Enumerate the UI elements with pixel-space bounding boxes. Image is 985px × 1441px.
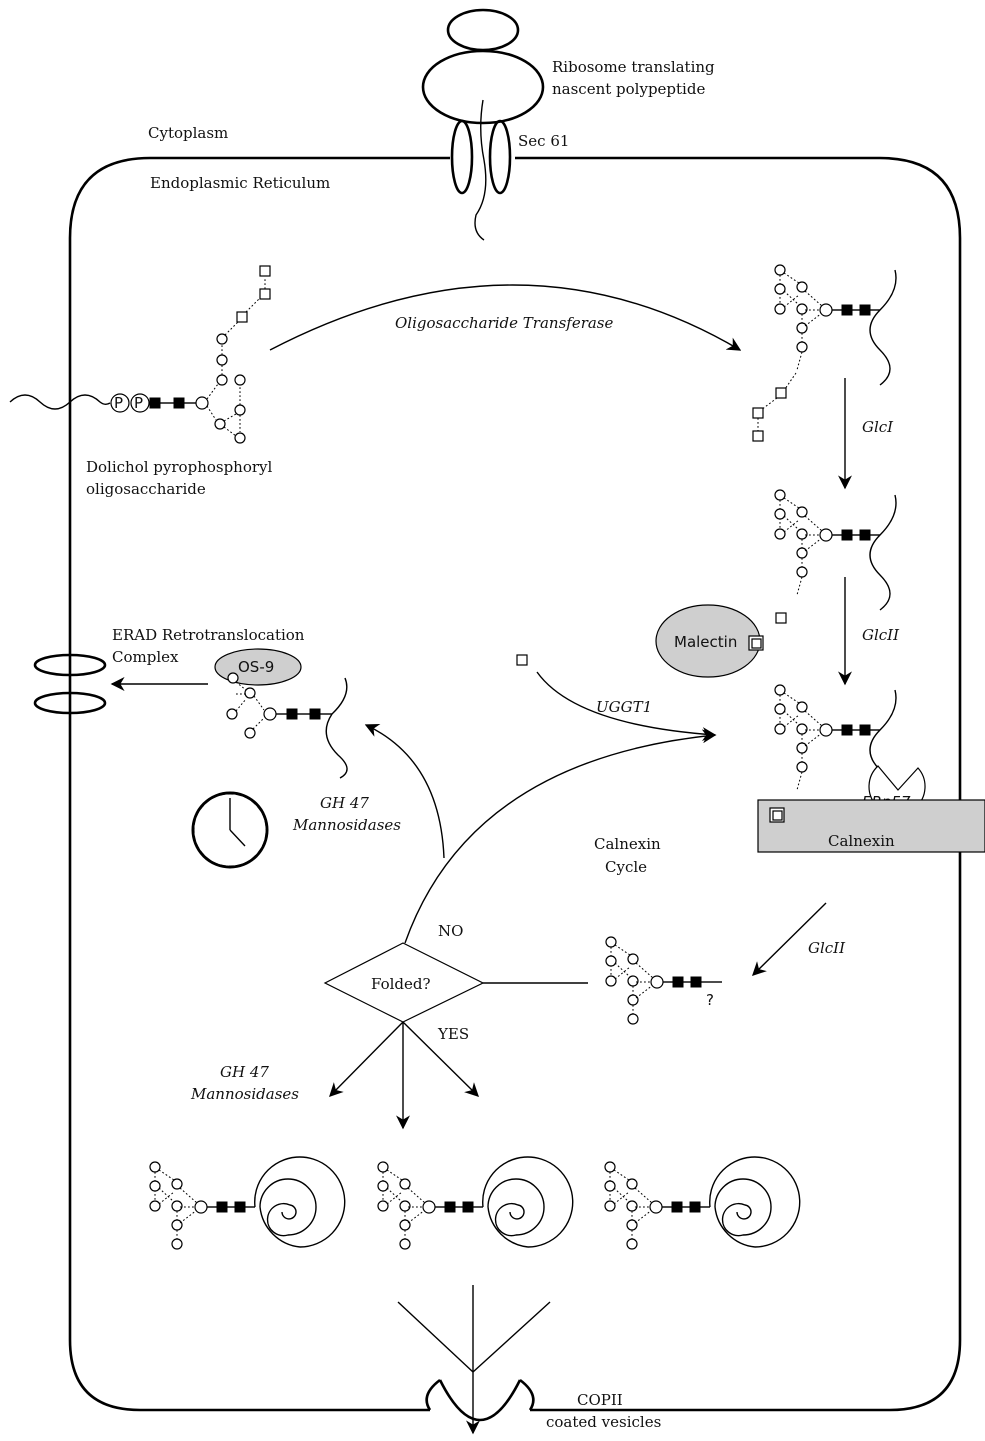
glycan-glc1 (775, 685, 880, 790)
yes-label: YES (437, 1025, 469, 1043)
sec61-left (452, 121, 472, 193)
gh47-top-label-2: Mannosidases (292, 816, 401, 834)
sec61-label: Sec 61 (518, 132, 569, 150)
cytoplasm-label: Cytoplasm (148, 124, 228, 142)
er-label: Endoplasmic Reticulum (150, 174, 330, 192)
glc2-label-bottom: GlcII (808, 939, 846, 957)
copii-bud (427, 1380, 534, 1420)
calnexin-cycle-label-2: Cycle (605, 858, 647, 876)
sec61-right (490, 121, 510, 193)
malectin-label: Malectin (674, 633, 737, 651)
gh47-bottom-label-2: Mannosidases (190, 1085, 299, 1103)
svg-text:P: P (134, 394, 143, 412)
erad-label-2: Complex (112, 648, 179, 666)
question-mark: ? (706, 991, 714, 1009)
ribosome-small-subunit (448, 10, 518, 50)
folded-label: Folded? (371, 975, 431, 993)
dolichol-label-1: Dolichol pyrophosphoryl (86, 458, 273, 476)
glycan-glc3 (753, 265, 880, 441)
svg-text:P: P (114, 394, 123, 412)
calnexin-cycle-label-1: Calnexin (594, 835, 661, 853)
yes-arrow-left (330, 1022, 403, 1096)
no-path-to-erad (366, 725, 444, 858)
gh47-top-label-1: GH 47 (320, 794, 369, 812)
uggt1-label: UGGT1 (596, 698, 652, 716)
glc1-label: GlcI (862, 418, 894, 436)
glycan-glc2 (775, 490, 880, 623)
no-label: NO (438, 922, 463, 940)
gh47-bottom-label-1: GH 47 (220, 1063, 269, 1081)
er-membrane (70, 158, 450, 1410)
copii-label-1: COPII (577, 1391, 623, 1409)
dolichol-chain (10, 395, 110, 409)
no-path-to-uggt (405, 735, 715, 943)
folded-glycoprotein-1 (150, 1162, 255, 1249)
nascent-polypeptide (475, 100, 486, 240)
glycan-erad (227, 673, 347, 778)
erad-label-1: ERAD Retrotranslocation (112, 626, 305, 644)
ribosome-label-1: Ribosome translating (552, 58, 715, 76)
glycan-deglucosylated (606, 937, 711, 1024)
folded-glycoprotein-3 (605, 1162, 710, 1249)
os9-label: OS-9 (238, 658, 274, 676)
ribosome-label-2: nascent polypeptide (552, 80, 705, 98)
glc2-label-top: GlcII (862, 626, 900, 644)
copii-label-2: coated vesicles (546, 1413, 661, 1431)
dolichol-label-2: oligosaccharide (86, 480, 206, 498)
calnexin-label: Calnexin (828, 832, 895, 850)
folded-glycoprotein-2 (378, 1162, 483, 1249)
ost-label: Oligosaccharide Transferase (395, 314, 614, 332)
ribosome-large-subunit (423, 51, 543, 123)
